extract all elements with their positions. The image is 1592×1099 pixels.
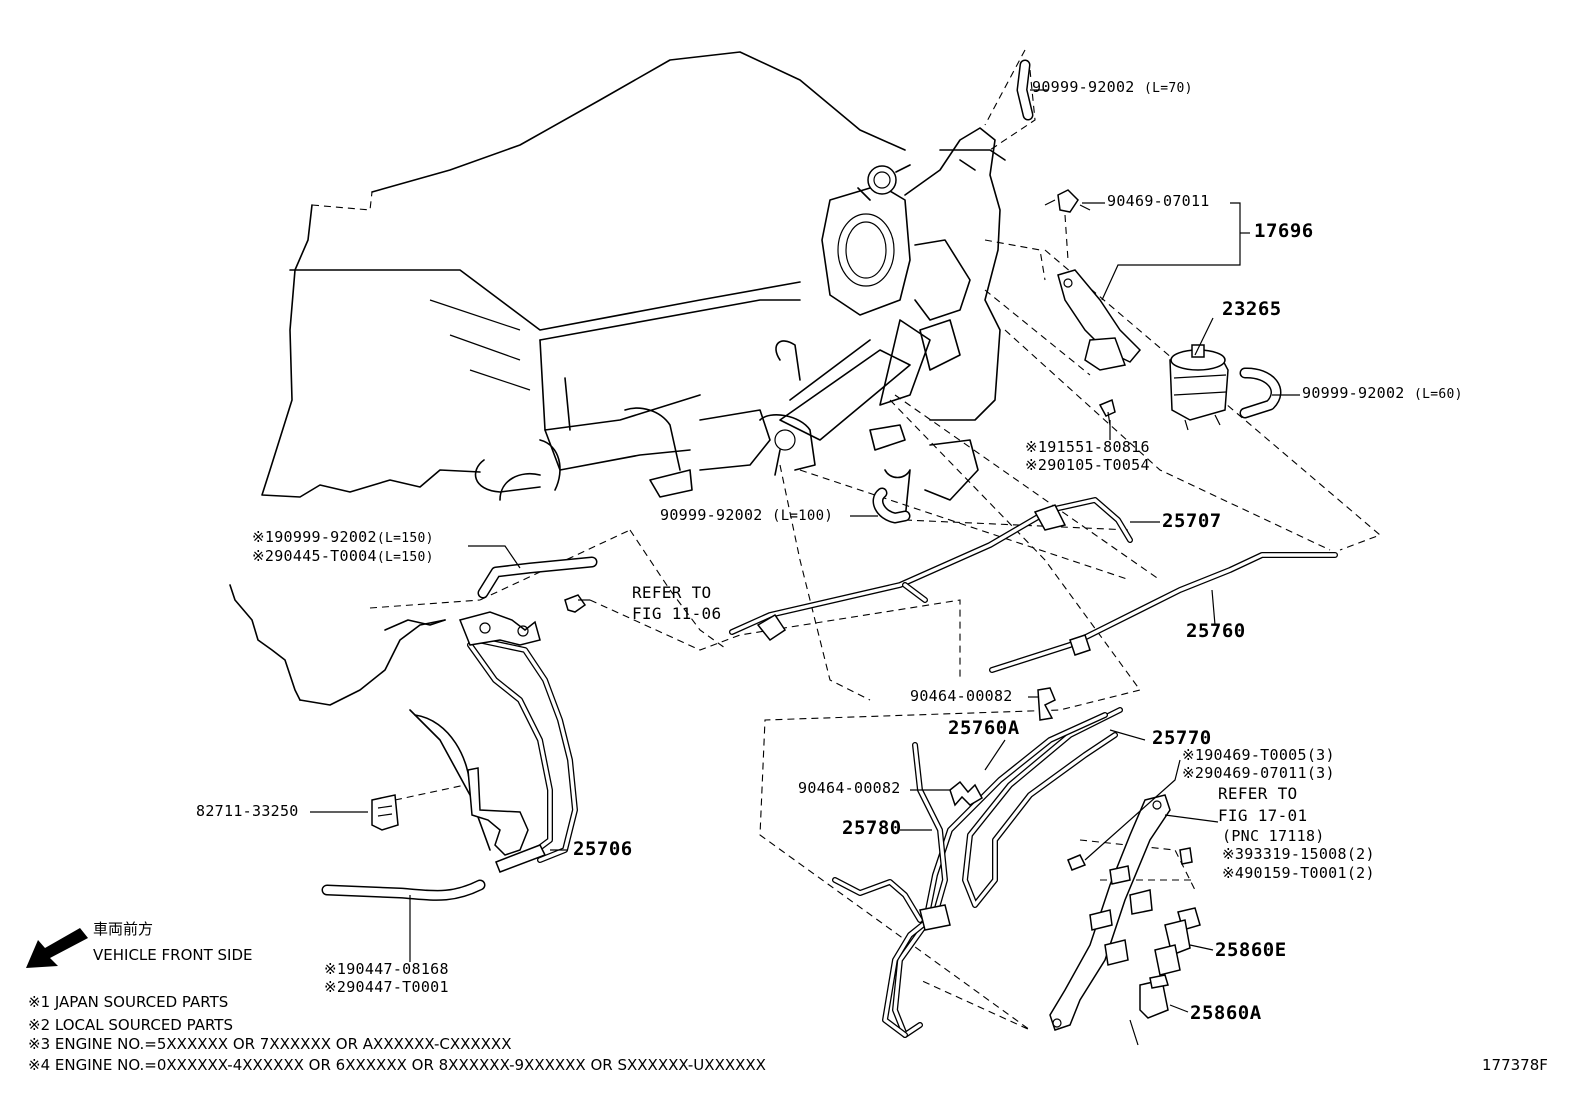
- footnote-4: ※4 ENGINE NO.=0XXXXXX-4XXXXXX OR 6XXXXXX…: [28, 1056, 766, 1074]
- label-bolt-4: ※490159-T0001(2): [1222, 864, 1375, 882]
- label-25780: 25780: [842, 817, 902, 839]
- label-25760: 25760: [1186, 620, 1246, 642]
- label-25706: 25706: [573, 838, 633, 860]
- label-refer-fig17-line2: FIG 17-01: [1218, 806, 1308, 825]
- label-17696: 17696: [1254, 220, 1314, 242]
- guide-lines: [369, 49, 1382, 1031]
- footnote-1: ※1 JAPAN SOURCED PARTS: [28, 993, 229, 1011]
- label-hose-l70: 90999-92002 (L=70): [1032, 78, 1193, 96]
- label-hose-l150-2: ※290445-T0004(L=150): [252, 547, 434, 565]
- label-clip-00082-mid: 90464-00082: [798, 779, 901, 797]
- label-hose-l150-1: ※190999-92002(L=150): [252, 528, 434, 546]
- hoses: [321, 59, 1282, 901]
- label-25860e: 25860E: [1215, 939, 1287, 961]
- throttle-body: [759, 127, 1006, 521]
- label-bolt-1: ※191551-80816: [1025, 438, 1150, 456]
- pipe-25707: [729, 497, 1133, 642]
- label-hose-l100: 90999-92002 (L=100): [660, 506, 834, 524]
- label-25860a: 25860A: [1190, 1002, 1262, 1024]
- front-direction-japanese: 車両前方: [93, 920, 154, 938]
- label-hose-08168-1: ※190447-08168: [324, 960, 449, 978]
- figure-id: 177378F: [1482, 1056, 1548, 1074]
- footnote-2: ※2 LOCAL SOURCED PARTS: [28, 1016, 233, 1034]
- label-clip-82711: 82711-33250: [196, 802, 299, 820]
- vsv-assembly: [1044, 189, 1229, 431]
- label-bolt-3: ※393319-15008(2): [1222, 845, 1375, 863]
- pipe-25760: [989, 552, 1338, 673]
- label-clamp-t0005-2: ※290469-07011(3): [1182, 764, 1335, 782]
- footnote-3: ※3 ENGINE NO.=5XXXXXX OR 7XXXXXX OR AXXX…: [28, 1035, 512, 1053]
- front-direction-arrow-icon: [26, 928, 88, 968]
- label-clamp-07011: 90469-07011: [1107, 192, 1210, 210]
- label-refer-fig11-line1: REFER TO: [632, 583, 712, 602]
- label-25707: 25707: [1162, 510, 1222, 532]
- bracket-assembly: [1049, 794, 1201, 1046]
- engine-outline: [261, 51, 906, 501]
- label-25760a: 25760A: [948, 717, 1020, 739]
- label-refer-fig17-line1: REFER TO: [1218, 784, 1298, 803]
- label-bolt-2: ※290105-T0054: [1025, 456, 1150, 474]
- label-hose-l60: 90999-92002 (L=60): [1302, 384, 1463, 402]
- label-clamp-t0005-1: ※190469-T0005(3): [1182, 746, 1335, 764]
- label-25770: 25770: [1152, 727, 1212, 749]
- label-clip-00082-top: 90464-00082: [910, 687, 1013, 705]
- label-refer-fig17-line3: (PNC 17118): [1222, 827, 1325, 845]
- front-direction-english: VEHICLE FRONT SIDE: [93, 946, 253, 964]
- label-23265: 23265: [1222, 298, 1282, 320]
- label-refer-fig11-line2: FIG 11-06: [632, 604, 722, 623]
- label-hose-08168-2: ※290447-T0001: [324, 978, 449, 996]
- leader-lines: [310, 89, 1300, 1013]
- left-assembly: [229, 584, 590, 873]
- lower-pipes: [832, 687, 1123, 1038]
